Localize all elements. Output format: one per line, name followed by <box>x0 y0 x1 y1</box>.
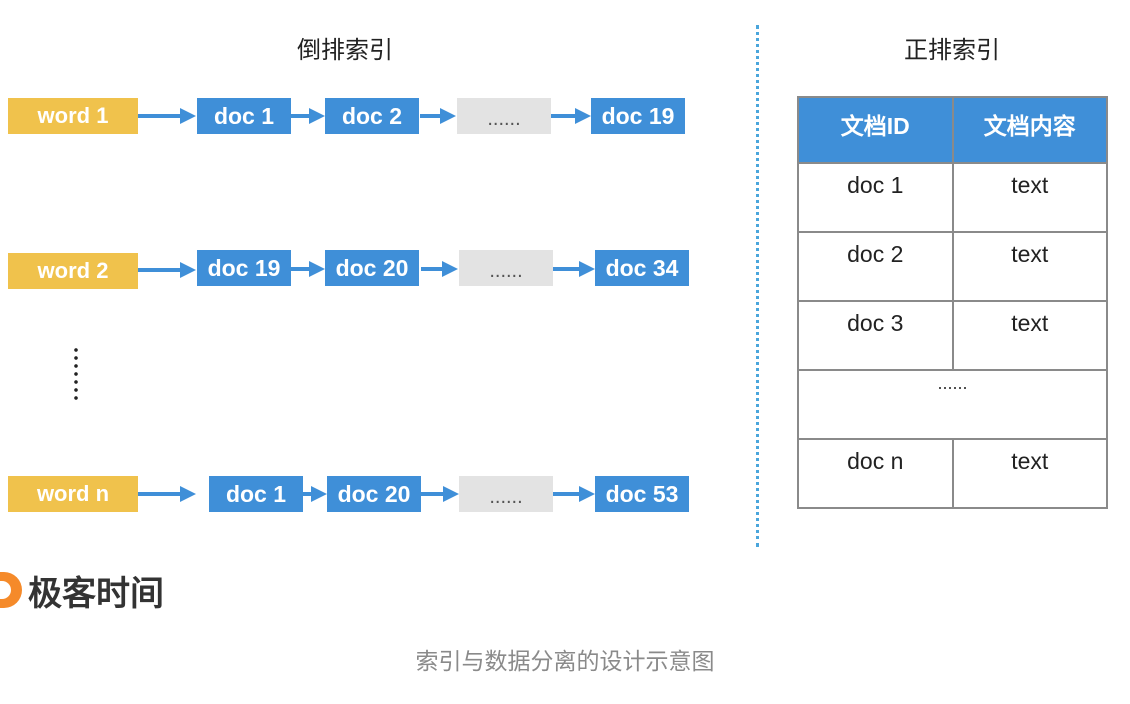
section-divider <box>756 25 759 547</box>
vertical-ellipsis <box>73 346 79 404</box>
doc-content-cell: text <box>951 300 1108 371</box>
word-box: word 2 <box>8 253 138 289</box>
doc-content-cell: text <box>951 162 1108 233</box>
arrow-icon <box>420 108 456 124</box>
doc-id-cell: doc 1 <box>797 162 954 233</box>
word-box: word 1 <box>8 98 138 134</box>
arrow-icon <box>138 486 196 502</box>
doc-box: doc 20 <box>325 250 419 286</box>
doc-box: doc 19 <box>197 250 291 286</box>
arrow-icon <box>303 486 327 502</box>
doc-content-cell: text <box>951 438 1108 509</box>
arrow-icon <box>421 261 458 277</box>
doc-box: doc 1 <box>209 476 303 512</box>
doc-id-cell: doc 2 <box>797 231 954 302</box>
figure-caption: 索引与数据分离的设计示意图 <box>415 649 715 675</box>
doc-content-cell: text <box>951 231 1108 302</box>
table-row: doc n text <box>797 438 1108 509</box>
arrow-icon <box>553 261 595 277</box>
arrow-icon <box>421 486 459 502</box>
word-box: word n <box>8 476 138 512</box>
column-header: 文档内容 <box>951 96 1108 164</box>
arrow-icon <box>138 262 196 278</box>
ellipsis-box: ...... <box>457 98 551 134</box>
arrow-icon <box>291 261 325 277</box>
forward-index-table: 文档ID 文档内容 doc 1 text doc 2 text doc 3 te… <box>797 96 1108 509</box>
arrow-icon <box>291 108 325 124</box>
logo-icon <box>0 572 22 608</box>
logo-text: 极客时间 <box>28 573 164 614</box>
forward-index-title: 正排索引 <box>904 36 1000 64</box>
doc-box: doc 20 <box>327 476 421 512</box>
ellipsis-cell: ...... <box>797 369 1108 440</box>
table-row: doc 2 text <box>797 231 1108 302</box>
logo: 极客时间 <box>0 567 164 614</box>
arrow-icon <box>551 108 591 124</box>
inverted-index-title: 倒排索引 <box>297 36 393 64</box>
doc-box: doc 53 <box>595 476 689 512</box>
arrow-icon <box>138 108 196 124</box>
column-header: 文档ID <box>797 96 954 164</box>
doc-box: doc 19 <box>591 98 685 134</box>
table-row: doc 3 text <box>797 300 1108 371</box>
doc-id-cell: doc 3 <box>797 300 954 371</box>
table-row: doc 1 text <box>797 162 1108 233</box>
arrow-icon <box>553 486 595 502</box>
table-header-row: 文档ID 文档内容 <box>797 96 1108 164</box>
ellipsis-box: ...... <box>459 476 553 512</box>
doc-box: doc 34 <box>595 250 689 286</box>
table-row: ...... <box>797 369 1108 440</box>
doc-box: doc 2 <box>325 98 419 134</box>
ellipsis-box: ...... <box>459 250 553 286</box>
doc-box: doc 1 <box>197 98 291 134</box>
doc-id-cell: doc n <box>797 438 954 509</box>
